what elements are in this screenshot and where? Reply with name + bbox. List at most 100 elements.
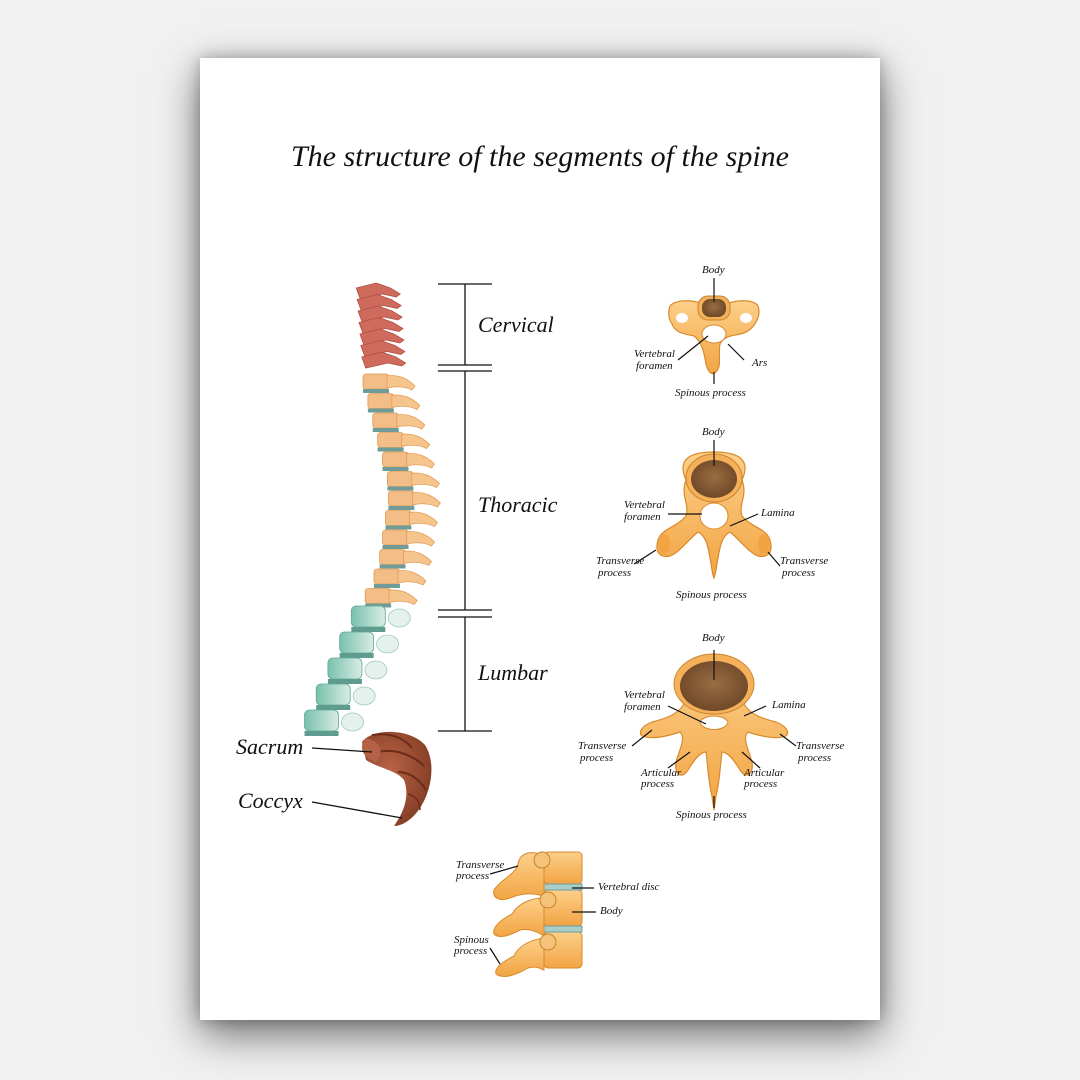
thoracic-spinous-process <box>397 570 427 586</box>
intervertebral-disc <box>327 679 362 684</box>
lumbar-spinous-process <box>387 608 411 628</box>
cervical-spinous-label: Spinous process <box>675 387 746 399</box>
intervertebral-disc <box>367 408 394 413</box>
lumbar-articular-left-2: process <box>641 778 675 790</box>
lumbar-articular-right-1: Articular <box>744 767 785 779</box>
lumbar-spinous-process <box>376 634 400 654</box>
side-view-illustration <box>489 851 596 977</box>
lumbar-articular-right-2: process <box>744 778 778 790</box>
thoracic-vertebra <box>385 510 412 526</box>
sacrum-leader <box>311 747 373 753</box>
thoracic-spinous-label: Spinous process <box>676 589 747 601</box>
cervical-vertebra <box>361 351 407 369</box>
lumbar-segment <box>304 605 411 736</box>
lumbar-vertebra <box>304 709 339 732</box>
side-spinous-label-1: Spinous <box>454 934 489 946</box>
intervertebral-disc <box>304 731 339 736</box>
cervical-body-label: Body <box>702 264 725 276</box>
thoracic-segment <box>362 373 441 608</box>
thoracic-vertebra <box>379 549 406 565</box>
lumbar-articular-left-1: Articular <box>641 767 682 779</box>
side-body-label: Body <box>600 905 623 917</box>
lumbar-spinous-process <box>341 712 364 732</box>
thoracic-transverse-left-1: Transverse <box>596 555 645 567</box>
thoracic-spinous-process <box>406 531 436 547</box>
lumbar-label: Lumbar <box>478 660 548 685</box>
thoracic-spinous-process <box>396 414 426 430</box>
thoracic-transverse-left-2: process <box>598 567 632 579</box>
intervertebral-disc <box>316 705 351 710</box>
thoracic-body-label: Body <box>702 426 725 438</box>
sacrum-coccyx <box>361 731 432 826</box>
thoracic-vertebra-illustration <box>633 440 781 580</box>
lumbar-vertebra <box>350 605 386 628</box>
side-disc-label: Vertebral disc <box>598 881 660 893</box>
thoracic-label: Thoracic <box>478 492 558 517</box>
intervertebral-disc <box>387 486 414 491</box>
sacrum-label: Sacrum <box>236 734 304 759</box>
thoracic-spinous-process <box>410 472 440 489</box>
lumbar-transverse-right-2: process <box>798 752 832 764</box>
thoracic-spinous-process <box>386 375 416 391</box>
thoracic-lamina-label: Lamina <box>761 507 795 519</box>
cervical-foramen-label-1: Vertebral <box>634 348 675 360</box>
thoracic-foramen-label-2: foramen <box>624 511 661 523</box>
lumbar-transverse-left-2: process <box>580 752 614 764</box>
intervertebral-disc <box>339 653 374 658</box>
lumbar-vertebra <box>327 657 363 680</box>
thoracic-spinous-process <box>401 433 431 450</box>
thoracic-vertebra <box>373 568 401 585</box>
thoracic-spinous-process <box>391 394 421 411</box>
intervertebral-disc <box>373 584 400 588</box>
intervertebral-disc <box>351 627 386 632</box>
thoracic-vertebra <box>382 451 409 468</box>
thoracic-spinous-process <box>388 589 418 606</box>
cervical-label: Cervical <box>478 312 554 337</box>
coccyx-leader <box>311 801 403 819</box>
lumbar-vertebra <box>315 683 351 706</box>
lumbar-foramen-label-2: foramen <box>624 701 661 713</box>
intervertebral-disc <box>385 525 412 530</box>
coccyx-label: Coccyx <box>238 788 303 813</box>
thoracic-foramen-label-1: Vertebral <box>624 499 665 511</box>
intervertebral-disc <box>377 447 404 452</box>
thoracic-vertebra <box>382 529 409 546</box>
thoracic-vertebra <box>386 471 414 487</box>
thoracic-vertebra <box>362 373 390 390</box>
thoracic-vertebra <box>364 588 392 604</box>
intervertebral-disc <box>379 564 406 569</box>
thoracic-vertebra <box>387 490 415 507</box>
cervical-segment <box>355 282 407 369</box>
thoracic-spinous-process <box>411 492 441 508</box>
intervertebral-disc <box>382 545 409 549</box>
cervical-foramen-label-2: foramen <box>636 360 673 372</box>
thoracic-transverse-right-1: Transverse <box>780 555 829 567</box>
side-spinous-label-2: process <box>454 945 488 957</box>
lumbar-transverse-left-1: Transverse <box>578 740 627 752</box>
lumbar-transverse-right-1: Transverse <box>796 740 845 752</box>
cervical-ars-label: Ars <box>752 357 768 369</box>
lumbar-spinous-process <box>352 686 376 706</box>
intervertebral-disc <box>372 428 399 432</box>
intervertebral-disc <box>363 389 389 393</box>
thoracic-spinous-process <box>406 453 436 469</box>
page-title: The structure of the segments of the spi… <box>291 140 789 173</box>
spine-column <box>304 282 441 826</box>
lumbar-spinous-process <box>364 660 388 680</box>
region-brackets <box>438 283 492 732</box>
lumbar-vertebra-illustration <box>631 650 797 811</box>
thoracic-vertebra <box>372 412 400 429</box>
lumbar-vertebra <box>339 631 375 654</box>
intervertebral-disc <box>388 506 415 510</box>
cervical-vertebra-illustration <box>668 278 760 384</box>
thoracic-vertebra <box>367 393 395 409</box>
intervertebral-disc <box>382 467 409 471</box>
intervertebral-disc <box>365 603 392 608</box>
lumbar-foramen-label-1: Vertebral <box>624 689 665 701</box>
lumbar-spinous-label: Spinous process <box>676 809 747 821</box>
thoracic-spinous-process <box>403 550 433 567</box>
side-transverse-label-1: Transverse <box>456 859 505 871</box>
side-transverse-label-2: process <box>456 870 490 882</box>
thoracic-vertebra <box>377 432 405 448</box>
thoracic-transverse-right-2: process <box>782 567 816 579</box>
